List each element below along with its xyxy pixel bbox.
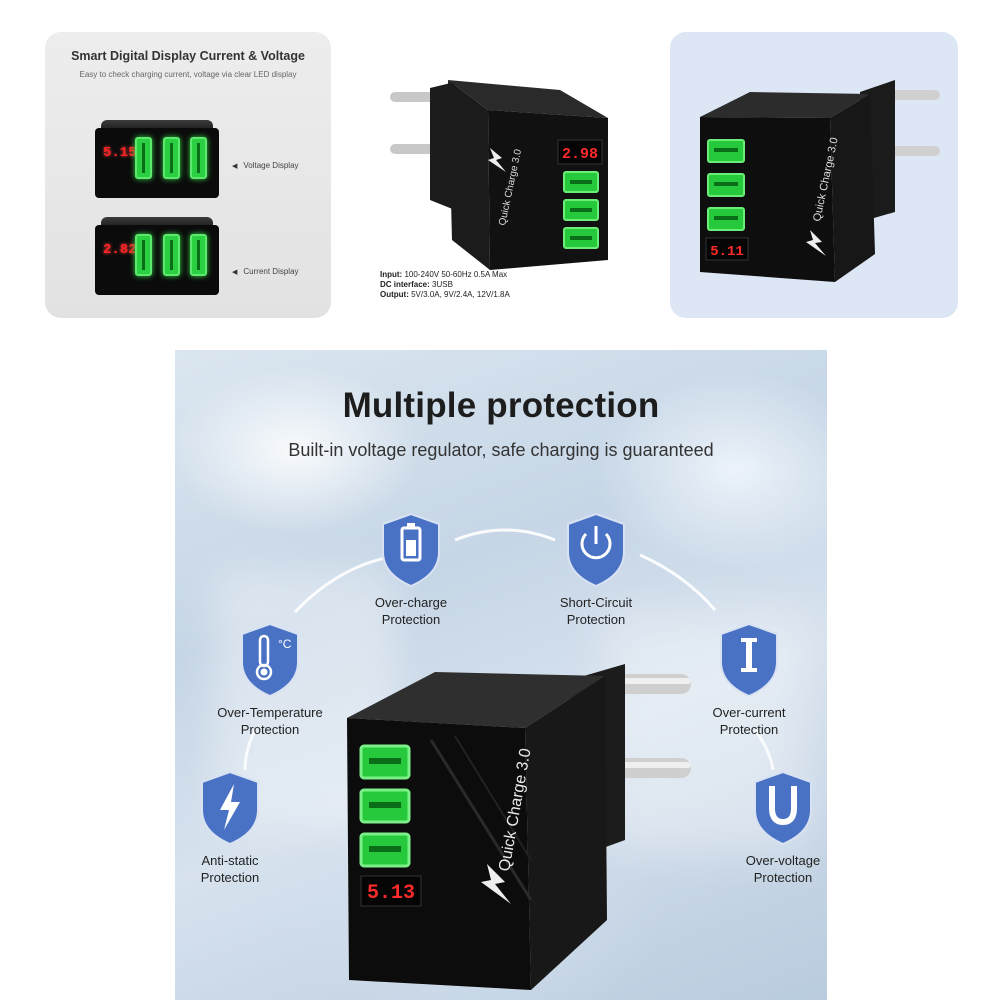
voltage-led-reading: 5.15: [103, 145, 137, 161]
display-info-panel: Smart Digital Display Current & Voltage …: [45, 32, 331, 318]
battery-icon: [382, 512, 440, 588]
current-led-reading: 2.82: [103, 242, 137, 258]
feature-line1: Over-charge: [374, 595, 448, 610]
spec-output: Output: 5V/3.0A, 9V/2.4A, 12V/1.8A: [380, 290, 510, 299]
banner-led-reading: 5.13: [367, 882, 415, 905]
feature-line2: Protection: [566, 612, 626, 627]
usb-port: [135, 137, 152, 179]
usb-port: [190, 234, 207, 276]
feature-line1: Over-Temperature: [217, 705, 323, 720]
feature-line2: Protection: [381, 612, 441, 627]
usb-port: [163, 234, 180, 276]
current-icon: [720, 622, 778, 698]
feature-line2: Protection: [240, 722, 300, 737]
feature-line1: Short-Circuit: [559, 595, 633, 610]
feature-line2: Protection: [200, 870, 260, 885]
voltage-charger-image: 5.15: [95, 120, 219, 198]
display-panel-subtitle: Easy to check charging current, voltage …: [79, 70, 297, 79]
u-magnet-icon: [754, 770, 812, 846]
feature-line1: Over-current: [712, 705, 786, 720]
charger-side-image: 5.11 Quick Charge 3.0: [700, 80, 940, 282]
feature-line1: Anti-static: [201, 853, 259, 868]
banner-subtitle: Built-in voltage regulator, safe chargin…: [288, 440, 714, 460]
thermometer-icon: °C: [241, 622, 299, 698]
usb-port: [190, 137, 207, 179]
charger-main-image: 5.13 Quick Charge 3.0: [347, 664, 691, 990]
feature-line1: Over-voltage: [745, 853, 821, 868]
spec-input: Input: 100-240V 50-60Hz 0.5A Max: [380, 270, 508, 279]
charger-front-image: 2.98 Quick Charge 3.0: [390, 80, 608, 270]
side-view-panel: 5.11 Quick Charge 3.0: [670, 32, 958, 318]
current-display-label: Current Display: [232, 267, 298, 276]
lightning-icon: [201, 770, 259, 846]
current-charger-image: 2.82: [95, 217, 219, 295]
usb-port: [135, 234, 152, 276]
spec-dc-interface: DC interface: 3USB: [380, 280, 453, 289]
feature-line2: Protection: [719, 722, 779, 737]
protection-banner: Multiple protection Built-in voltage reg…: [175, 350, 827, 1000]
side-led-reading: 5.11: [710, 244, 744, 260]
banner-title: Multiple protection: [342, 386, 660, 425]
svg-text:°C: °C: [278, 637, 292, 651]
display-panel-title: Smart Digital Display Current & Voltage: [71, 49, 305, 63]
usb-port: [163, 137, 180, 179]
connector-arcs: [243, 528, 775, 771]
power-icon: [567, 512, 625, 588]
feature-line2: Protection: [753, 870, 813, 885]
voltage-display-label: Voltage Display: [232, 161, 298, 170]
spec-panel: 2.98 Quick Charge 3.0 Input: 100-240V 50…: [360, 60, 640, 320]
spec-led-reading: 2.98: [562, 146, 598, 163]
